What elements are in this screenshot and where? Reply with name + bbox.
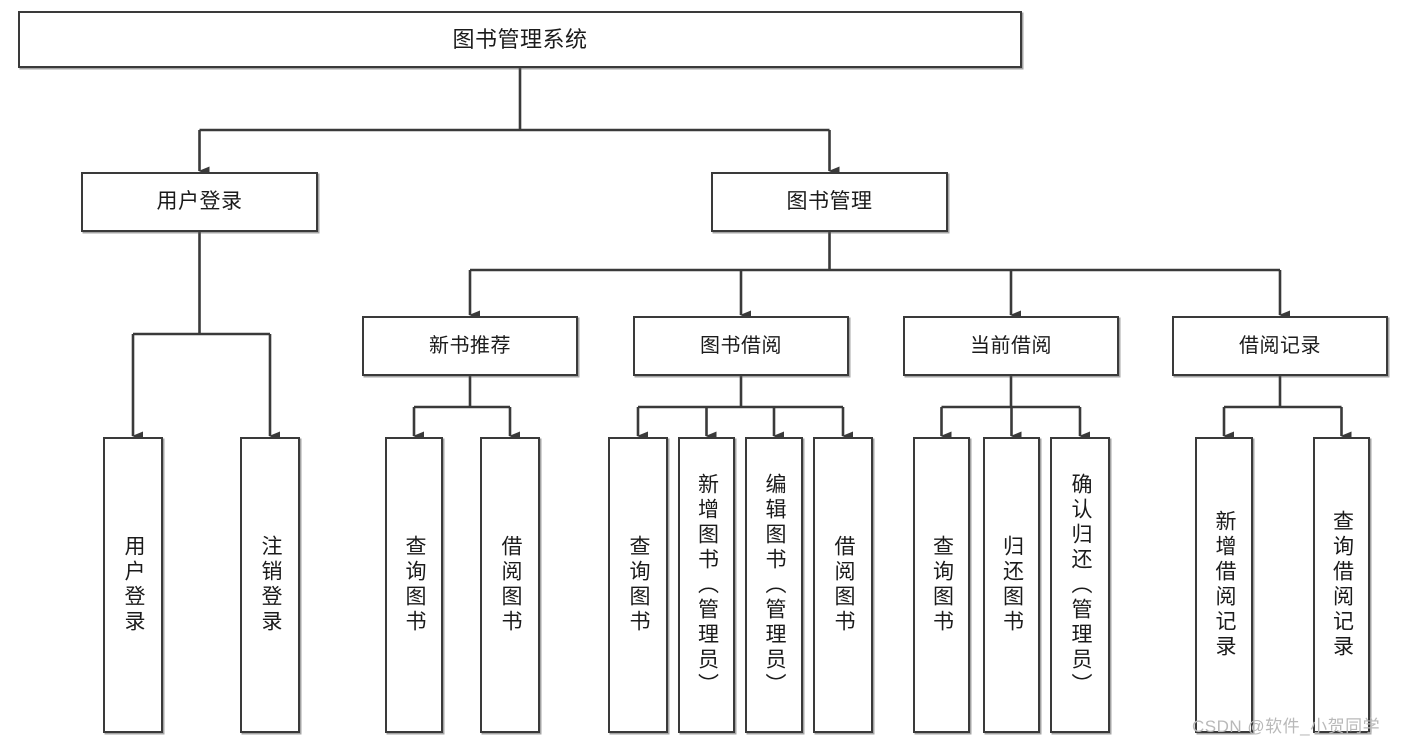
node-label: 查询图书: [627, 535, 651, 635]
node-label: 查询借阅记录: [1330, 510, 1354, 660]
node-label: 当前借阅: [970, 334, 1052, 357]
node-label: 确认归还（管理员）: [1069, 472, 1093, 698]
node-label: 用户登录: [122, 535, 146, 635]
node-leaf-add-record[interactable]: 新增借阅记录: [1195, 437, 1253, 733]
node-label: 查询图书: [930, 535, 954, 635]
node-leaf-query-book-1[interactable]: 查询图书: [385, 437, 443, 733]
node-label: 借阅记录: [1239, 334, 1321, 357]
node-label: 新增图书（管理员）: [695, 472, 719, 698]
node-book-manage[interactable]: 图书管理: [711, 172, 948, 232]
node-leaf-query-record[interactable]: 查询借阅记录: [1313, 437, 1370, 733]
node-user-login[interactable]: 用户登录: [81, 172, 318, 232]
node-label: 查询图书: [403, 535, 427, 635]
node-borrow-record[interactable]: 借阅记录: [1172, 316, 1388, 376]
node-leaf-edit-book[interactable]: 编辑图书（管理员）: [745, 437, 803, 733]
node-label: 新增借阅记录: [1213, 510, 1237, 660]
node-current-borrow[interactable]: 当前借阅: [903, 316, 1119, 376]
node-label: 借阅图书: [499, 535, 523, 635]
node-book-borrow[interactable]: 图书借阅: [633, 316, 849, 376]
node-leaf-query-book-3[interactable]: 查询图书: [913, 437, 970, 733]
node-label: 用户登录: [156, 189, 243, 213]
node-leaf-logout[interactable]: 注销登录: [240, 437, 300, 733]
node-leaf-return-book[interactable]: 归还图书: [983, 437, 1040, 733]
node-leaf-add-book[interactable]: 新增图书（管理员）: [678, 437, 735, 733]
node-label: 新书推荐: [429, 334, 511, 357]
node-label: 图书借阅: [700, 334, 782, 357]
node-label: 图书管理: [786, 189, 873, 213]
node-new-book-rec[interactable]: 新书推荐: [362, 316, 578, 376]
node-label: 注销登录: [259, 535, 283, 635]
node-leaf-borrow-book-1[interactable]: 借阅图书: [480, 437, 540, 733]
node-label: 图书管理系统: [452, 26, 588, 52]
node-label: 编辑图书（管理员）: [763, 472, 787, 698]
node-root[interactable]: 图书管理系统: [18, 11, 1022, 68]
node-leaf-user-login[interactable]: 用户登录: [103, 437, 163, 733]
node-label: 归还图书: [1000, 535, 1024, 635]
node-label: 借阅图书: [832, 535, 856, 635]
node-leaf-confirm-return[interactable]: 确认归还（管理员）: [1050, 437, 1110, 733]
node-leaf-borrow-book-2[interactable]: 借阅图书: [813, 437, 873, 733]
node-leaf-query-book-2[interactable]: 查询图书: [608, 437, 668, 733]
